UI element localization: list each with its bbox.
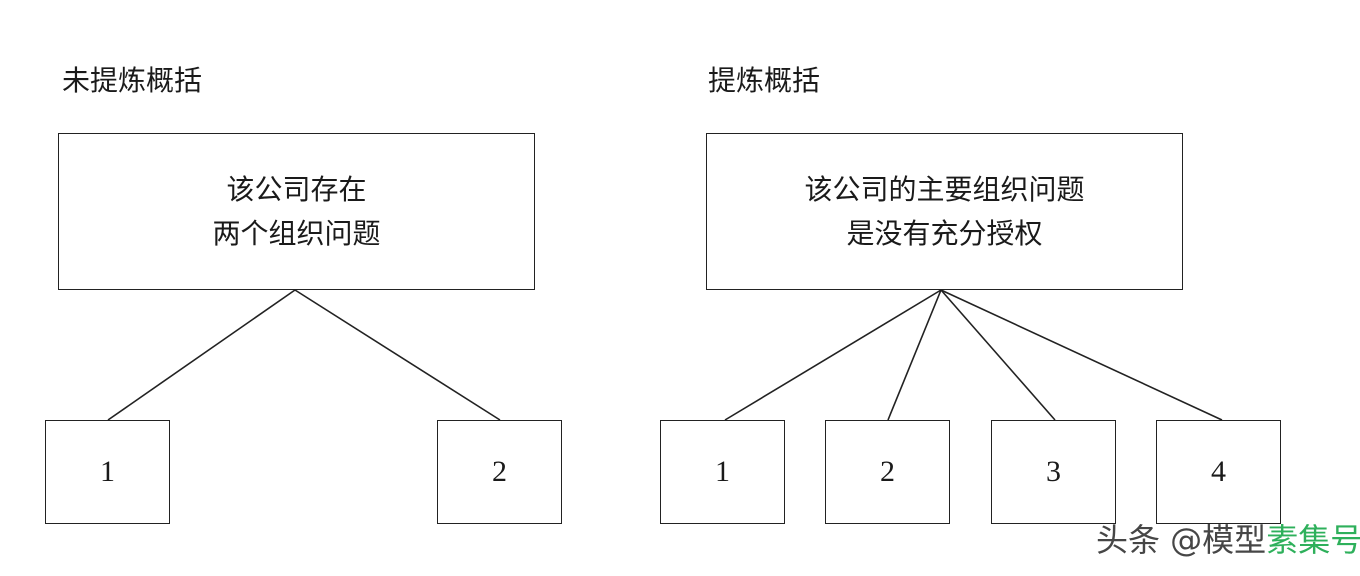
right-connector-1 bbox=[724, 289, 942, 421]
right-top-box: 该公司的主要组织问题 是没有充分授权 bbox=[706, 133, 1183, 290]
right-leaf-3: 3 bbox=[991, 420, 1116, 524]
left-leaf-1: 1 bbox=[45, 420, 170, 524]
right-leaf-2: 2 bbox=[825, 420, 950, 524]
watermark-prefix: 头条 @模型 bbox=[1096, 521, 1267, 559]
right-top-line1: 该公司的主要组织问题 bbox=[804, 172, 1085, 206]
left-heading: 未提炼概括 bbox=[62, 64, 203, 97]
right-leaf-2-label: 2 bbox=[880, 455, 895, 488]
left-top-box: 该公司存在 两个组织问题 bbox=[58, 133, 535, 290]
watermark: 头条 @模型素集号 bbox=[1096, 520, 1360, 560]
watermark-suffix: 素集号 bbox=[1266, 521, 1360, 559]
right-top-line2: 是没有充分授权 bbox=[846, 216, 1043, 250]
left-connector-2 bbox=[294, 289, 501, 421]
right-connector-2 bbox=[887, 289, 942, 421]
right-connector-4 bbox=[940, 289, 1223, 421]
right-leaf-4-label: 4 bbox=[1211, 455, 1226, 488]
right-connector-3 bbox=[940, 289, 1056, 421]
right-heading: 提炼概括 bbox=[708, 64, 821, 97]
left-leaf-1-label: 1 bbox=[100, 455, 115, 488]
left-top-line1: 该公司存在 bbox=[226, 172, 367, 206]
left-top-line2: 两个组织问题 bbox=[212, 216, 381, 250]
left-connector-1 bbox=[107, 289, 296, 421]
left-leaf-2-label: 2 bbox=[492, 455, 507, 488]
right-leaf-1: 1 bbox=[660, 420, 785, 524]
right-leaf-3-label: 3 bbox=[1046, 455, 1061, 488]
right-leaf-1-label: 1 bbox=[715, 455, 730, 488]
right-leaf-4: 4 bbox=[1156, 420, 1281, 524]
left-leaf-2: 2 bbox=[437, 420, 562, 524]
